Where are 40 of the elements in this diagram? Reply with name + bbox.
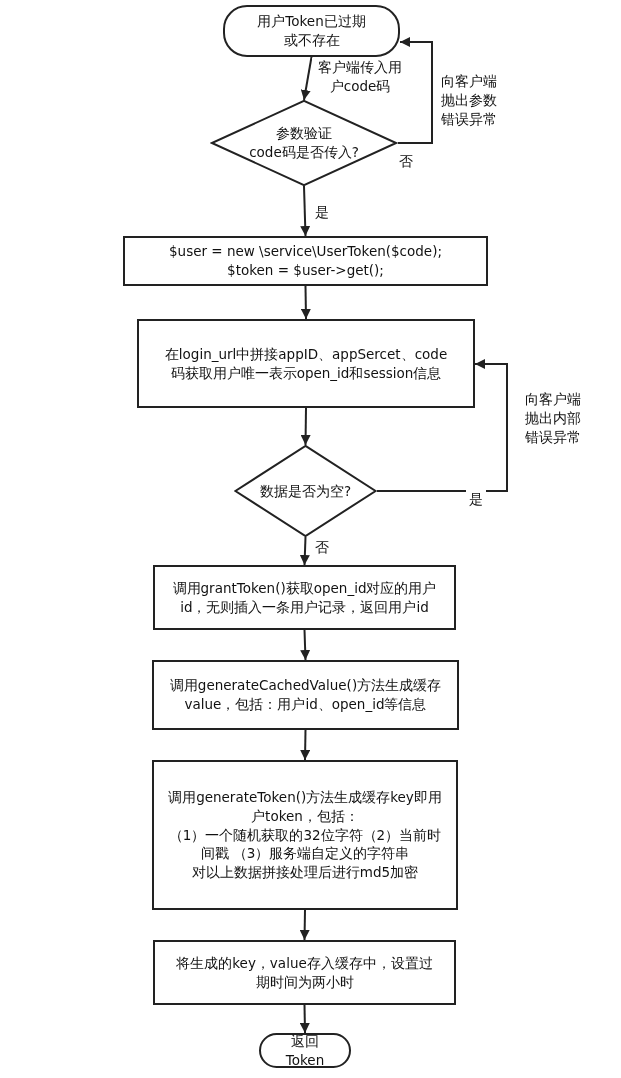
arrow [300, 56, 313, 101]
branch-label: 否 [396, 152, 416, 171]
node-text: 数据是否为空? [259, 481, 352, 501]
arrow [397, 37, 433, 144]
decision-diamond [210, 100, 398, 186]
terminal-box [223, 5, 400, 57]
process-box [123, 236, 488, 286]
process-box [137, 319, 475, 408]
node-text: 调用generateToken()方法生成缓存key即用户token，包括： [167, 787, 443, 826]
node-text: $user = new \service\UserToken($code); [169, 242, 442, 261]
arrow [376, 359, 508, 492]
node-text: 调用generateCachedValue()方法生成缓存value，包括：用户id、open_id等信息 [168, 676, 443, 714]
arrow [300, 407, 311, 446]
process-box [152, 660, 459, 730]
node-text: （1）一个随机获取的32位字符（2）当前时间戳 （3）服务端自定义的字符串 [167, 825, 443, 864]
node-text: 返回 Token [284, 1031, 326, 1070]
arrow [299, 1004, 310, 1034]
branch-label: 是 [466, 490, 486, 509]
node-text: 参数验证 [276, 124, 332, 143]
terminal-box [259, 1033, 351, 1068]
arrow [299, 536, 310, 566]
process-box [153, 940, 456, 1005]
edge-label: 向客户端抛出内部错误异常 [522, 390, 584, 447]
node-text: 将生成的key，value存入缓存中，设置过期时间为两小时 [175, 953, 434, 992]
node-text: 对以上数据拼接处理后进行md5加密 [191, 863, 419, 883]
edge-label: 否 [312, 538, 332, 557]
node-text: 在login_url中拼接appID、appSercet、code码获取用户唯一表示open_id和session信息 [163, 344, 449, 383]
arrow [300, 185, 311, 237]
arrow [300, 629, 311, 661]
arrow [300, 729, 311, 761]
process-box [152, 760, 458, 910]
node-text: 调用grantToken()获取open_id对应的用户id，无则插入一条用户记录，返回用户id [171, 578, 438, 617]
node-text: 用户Token已过期或不存在 [256, 12, 367, 50]
decision-diamond [234, 445, 377, 537]
arrow [299, 909, 310, 941]
arrow [300, 285, 311, 320]
node-text: $token = $user->get(); [227, 261, 384, 280]
process-box [153, 565, 456, 630]
node-text: code码是否传入? [249, 143, 359, 162]
edge-label: 向客户端抛出参数错误异常 [440, 72, 498, 129]
